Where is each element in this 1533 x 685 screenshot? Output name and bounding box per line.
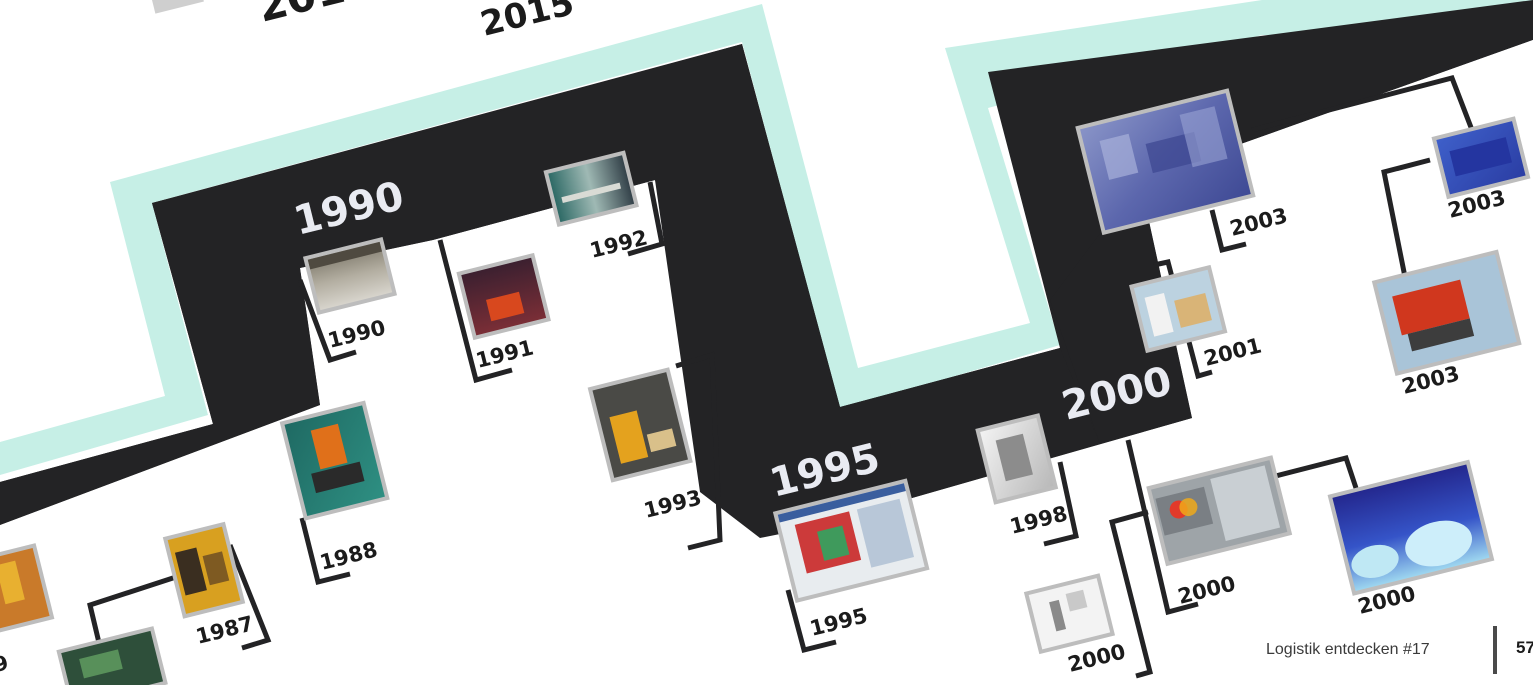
year-top-right: 2015 xyxy=(477,0,579,45)
photo-top-left-cropped xyxy=(145,0,204,14)
footer-separator xyxy=(1493,626,1497,674)
page-number: 57 xyxy=(1516,638,1533,658)
photo-2000-tools xyxy=(1024,573,1115,654)
publication-title: Logistik entdecken #17 xyxy=(1266,641,1430,659)
page-footer: Logistik entdecken #17 xyxy=(1266,638,1430,662)
year-label-1995: 1995 xyxy=(807,603,870,640)
year-label-1998: 1998 xyxy=(1007,501,1070,538)
year-top-left: 2015 xyxy=(253,0,378,32)
